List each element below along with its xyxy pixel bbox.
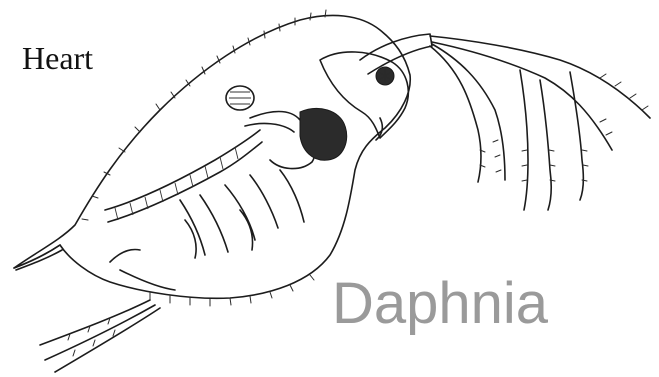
- organism-title: Daphnia: [332, 275, 548, 333]
- antenna-branches: [430, 36, 650, 210]
- tail-spine: [14, 245, 62, 270]
- heart-label: Heart: [22, 42, 93, 74]
- ovary: [300, 108, 347, 160]
- heart-hatching: [229, 92, 251, 104]
- abdominal-setae: [40, 300, 160, 372]
- postabdomen: [110, 250, 175, 291]
